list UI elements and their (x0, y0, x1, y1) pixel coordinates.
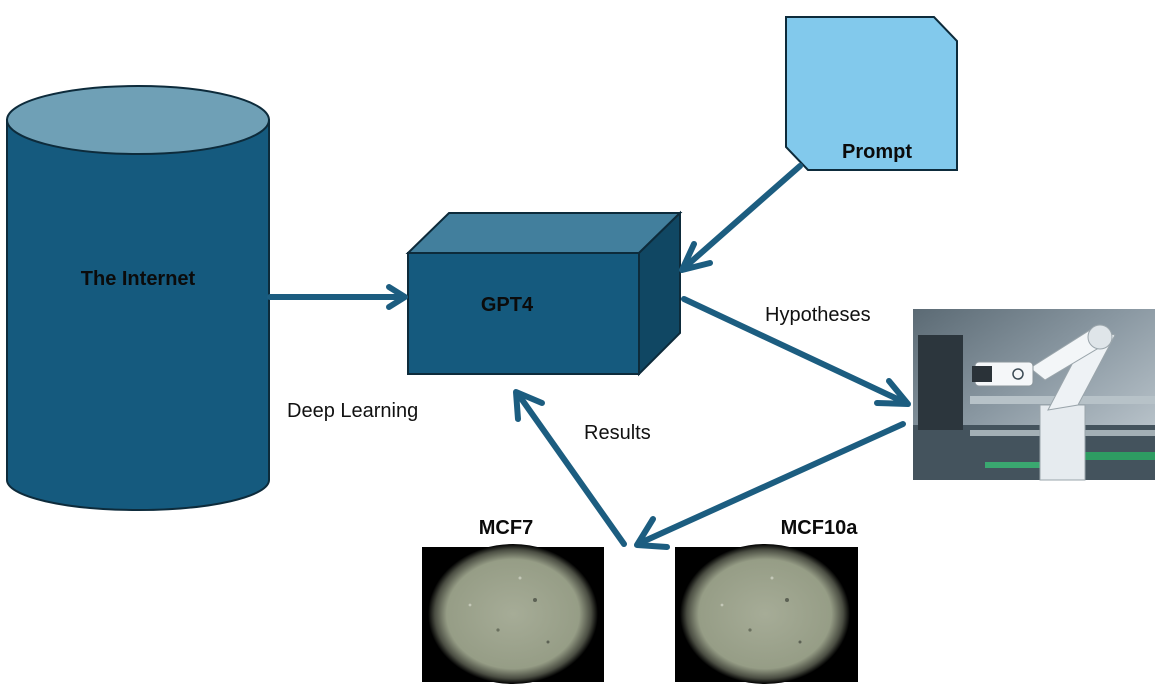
arrow-model-to-robot (681, 296, 911, 407)
mcf10a-label: MCF10a (781, 517, 859, 539)
mcf7-dish (428, 544, 598, 684)
robot-gripper-dark (972, 366, 992, 382)
edge-label-hypotheses: Hypotheses (765, 304, 871, 326)
mcf7-cell (496, 628, 500, 632)
mcf10a-cell (770, 576, 774, 580)
model-label: GPT4 (481, 294, 534, 316)
internet-label: The Internet (81, 268, 196, 290)
lab-shelf-dark (918, 335, 963, 430)
arrow-robot-to-cells (634, 421, 906, 550)
arrow-internet-to-model (267, 284, 408, 310)
robot-joint (1087, 324, 1113, 350)
mcf10a-cell (798, 640, 802, 644)
cube-front-face (407, 252, 640, 375)
prompt-shape: Prompt (785, 16, 958, 171)
mcf7-cell (546, 640, 550, 644)
mcf10a-cell (785, 598, 789, 602)
prompt-box (785, 16, 958, 171)
robot-base (1039, 404, 1086, 481)
mcf7-cell (533, 598, 537, 602)
internet-cylinder: The Internet (6, 85, 270, 511)
mcf10a-cell (720, 603, 724, 607)
edge-label-deep-learning: Deep Learning (287, 400, 418, 422)
arrow-cells-to-model (513, 389, 627, 547)
mcf7-micrograph: MCF7 (422, 517, 604, 684)
arrow-prompt-to-model (679, 163, 803, 273)
cube-top-face (405, 212, 683, 254)
robot-lab-photo (913, 309, 1155, 481)
edge-label-results: Results (584, 422, 651, 444)
mcf7-cell (468, 603, 472, 607)
mcf7-label: MCF7 (479, 517, 533, 539)
mcf7-cell (518, 576, 522, 580)
mcf10a-micrograph: MCF10a (675, 517, 858, 684)
lab-green-light-2 (985, 462, 1040, 468)
arrows (267, 163, 911, 550)
cylinder-top (6, 85, 270, 155)
cylinder-body (6, 119, 270, 511)
model-cube: GPT4 (405, 210, 683, 377)
robot-logo (1012, 368, 1024, 380)
mcf10a-cell (748, 628, 752, 632)
prompt-label: Prompt (842, 141, 912, 163)
mcf10a-dish (680, 544, 850, 684)
lab-green-light (1068, 452, 1155, 460)
